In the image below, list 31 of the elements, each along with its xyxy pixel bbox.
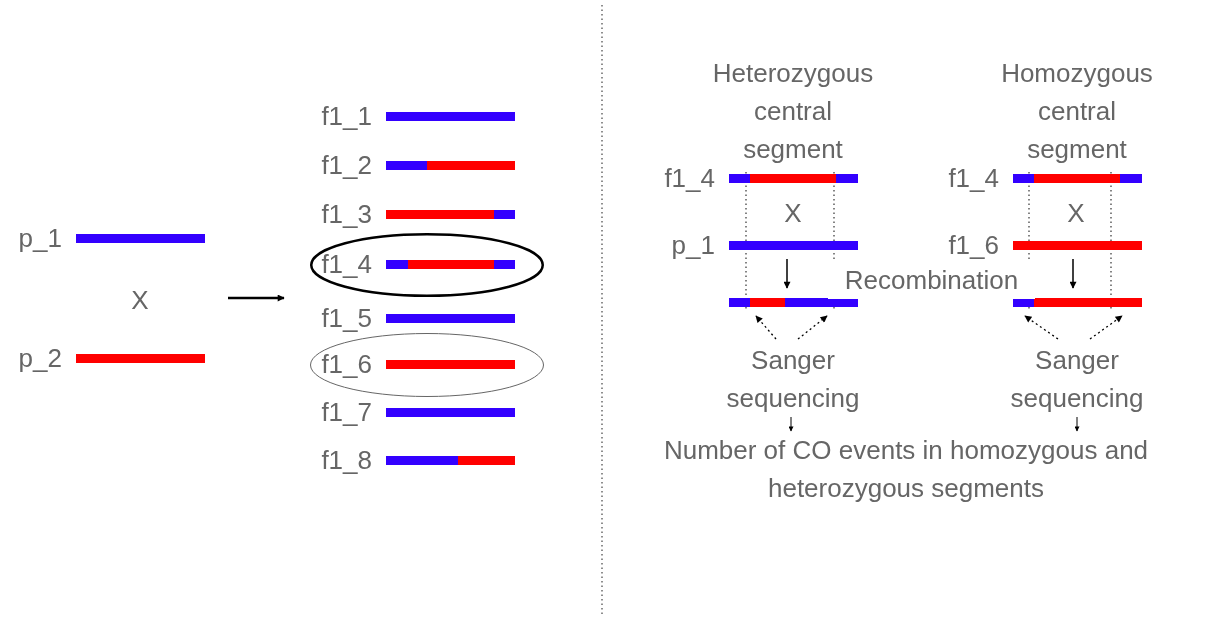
arrow (1074, 416, 1080, 432)
cross-symbol: X (1066, 197, 1086, 230)
chromosome-label: p_2 (18, 344, 62, 372)
chromosome-label: f1_6 (948, 231, 999, 259)
arrow (788, 416, 794, 432)
chromosome-label: f1_1 (321, 102, 372, 130)
chromosome-label: f1_6 (321, 350, 372, 378)
chromosome-label: f1_2 (321, 151, 372, 179)
method-label: Sanger sequencing (1009, 344, 1145, 415)
chromosome-label: f1_5 (321, 304, 372, 332)
cross-symbol: X (783, 197, 803, 230)
arrow (1069, 258, 1077, 289)
cross-symbol: X (130, 284, 150, 317)
chromosome-label: f1_4 (948, 164, 999, 192)
chromosome-label: f1_7 (321, 398, 372, 426)
chromosome-label: f1_4 (321, 250, 372, 278)
result-text: Number of CO events in homozygous and heterozygous segments (662, 434, 1150, 505)
chromosome-label: p_1 (671, 231, 715, 259)
dotted-arrow (1089, 315, 1123, 340)
chromosome-label: f1_4 (664, 164, 715, 192)
chromosome-label: f1_8 (321, 446, 372, 474)
heading: Homozygous central segment (1000, 57, 1154, 166)
method-label: Sanger sequencing (725, 344, 861, 415)
heading: Heterozygous central segment (711, 57, 875, 166)
dotted-arrow (1024, 315, 1059, 340)
chromosome-label: f1_3 (321, 200, 372, 228)
dotted-arrow (797, 315, 828, 340)
dotted-arrow (755, 315, 777, 340)
arrow (783, 258, 791, 289)
chromosome-label: p_1 (18, 224, 62, 252)
process-label: Recombination (828, 261, 1035, 299)
